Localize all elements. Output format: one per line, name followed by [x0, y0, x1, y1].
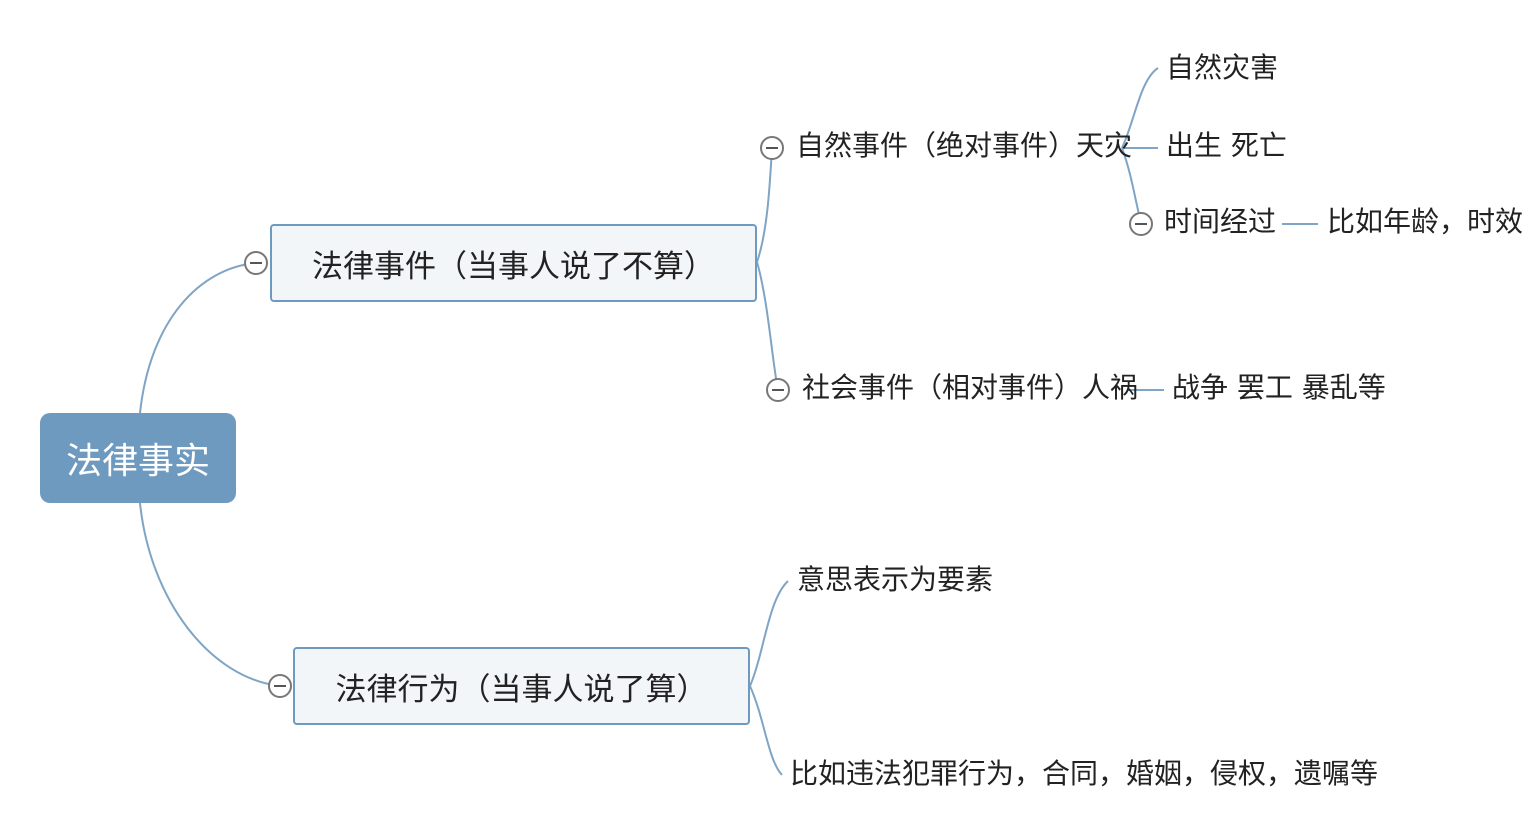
- connector-act-to-element: [749, 580, 789, 687]
- topic-natural-event[interactable]: 自然事件（绝对事件）天灾: [796, 129, 1133, 162]
- connector-root-to-legal-act: [139, 502, 281, 687]
- connector-act-to-examples: [749, 685, 783, 776]
- topic-legal-act-label: 法律行为（当事人说了算）: [335, 671, 708, 708]
- connector-root-to-legal-event: [139, 262, 257, 414]
- collapse-toggle-time-passage[interactable]: [1129, 212, 1153, 236]
- topic-social-event-note[interactable]: 战争 罢工 暴乱等: [1172, 371, 1386, 404]
- topic-legal-event[interactable]: 法律事件（当事人说了不算）: [270, 224, 757, 302]
- connector-natural-to-disaster: [1121, 67, 1159, 149]
- collapse-toggle-legal-event[interactable]: [244, 251, 268, 275]
- topic-birth-death[interactable]: 出生 死亡: [1166, 129, 1287, 162]
- topic-time-passage-note[interactable]: 比如年龄，时效: [1327, 205, 1524, 238]
- topic-legal-event-label: 法律事件（当事人说了不算）: [312, 248, 715, 285]
- topic-social-event[interactable]: 社会事件（相对事件）人祸: [802, 371, 1139, 404]
- root-topic-label: 法律事实: [65, 441, 210, 482]
- topic-natural-disaster[interactable]: 自然灾害: [1166, 51, 1279, 84]
- collapse-toggle-natural-event[interactable]: [760, 136, 784, 160]
- topic-time-passage[interactable]: 时间经过: [1164, 205, 1277, 238]
- collapse-toggle-social-event[interactable]: [766, 378, 790, 402]
- root-topic[interactable]: 法律事实: [40, 413, 236, 503]
- collapse-toggle-legal-act[interactable]: [268, 674, 292, 698]
- topic-act-examples[interactable]: 比如违法犯罪行为，合同，婚姻，侵权，遗嘱等: [790, 757, 1379, 790]
- connector-event-to-social: [756, 261, 779, 391]
- topic-legal-act[interactable]: 法律行为（当事人说了算）: [293, 647, 750, 725]
- connector-event-to-natural: [756, 147, 773, 263]
- topic-intent-element[interactable]: 意思表示为要素: [797, 563, 994, 596]
